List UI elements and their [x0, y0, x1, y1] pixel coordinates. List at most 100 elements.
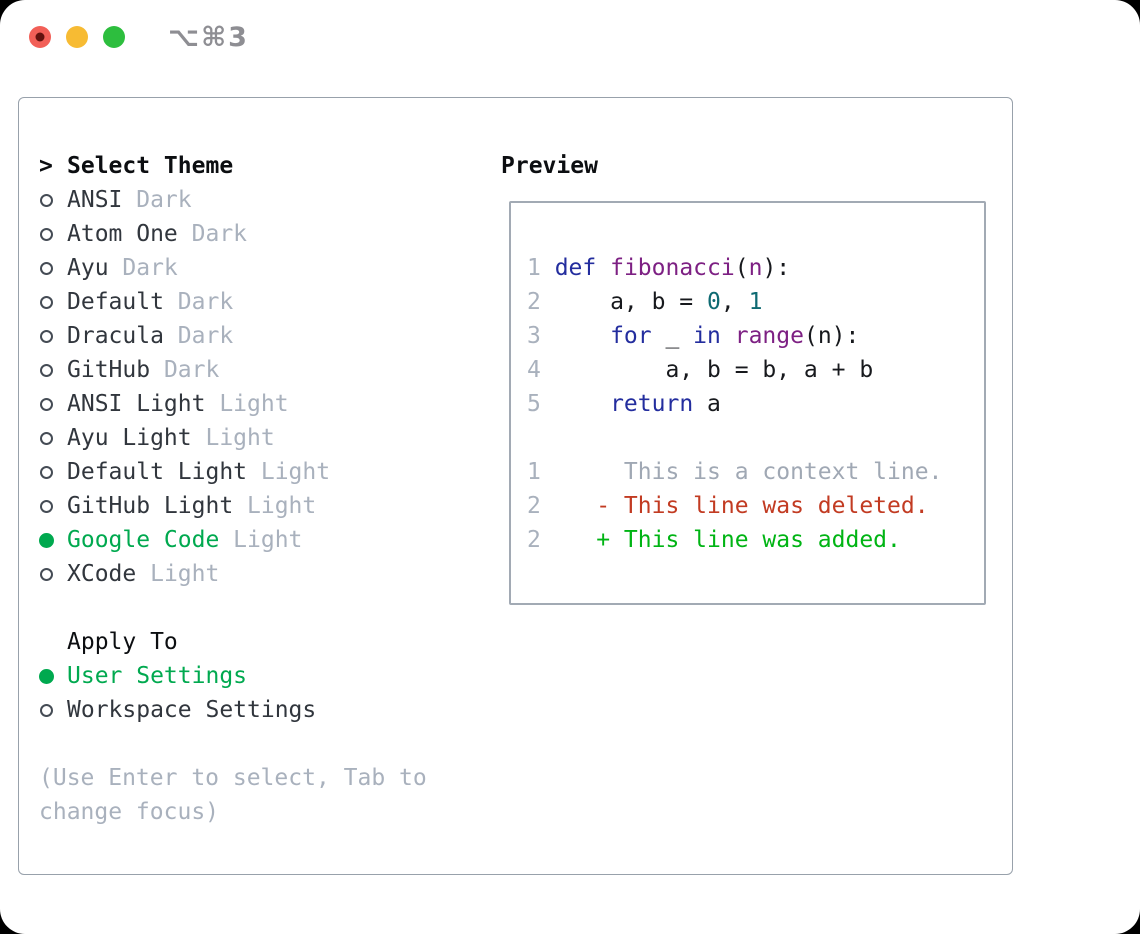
radio-selected-icon: [39, 532, 54, 548]
theme-variant-tag: Dark: [177, 289, 234, 315]
prompt-icon: >: [39, 153, 53, 179]
radio-icon: [40, 567, 53, 581]
traffic-lights: [29, 26, 125, 48]
apply-option-name: Workspace Settings: [67, 697, 317, 723]
code-line: 3 for _ in range(n):: [527, 319, 984, 353]
radio-marker: [39, 193, 67, 207]
radio-icon: [40, 227, 53, 241]
code-token-kwd: def: [554, 255, 597, 281]
radio-icon: [40, 261, 53, 275]
apply-option-user-settings[interactable]: User Settings: [39, 659, 479, 693]
minimize-window-icon[interactable]: [66, 26, 88, 48]
code-token-kwd: in: [693, 323, 721, 349]
theme-option-github[interactable]: GitHub Dark: [39, 353, 479, 387]
line-number: [527, 421, 541, 455]
apply-to-header: Apply To: [39, 625, 479, 659]
line-number: 3: [527, 323, 541, 349]
radio-marker: [39, 567, 67, 581]
code-line: 1 This is a context line.: [527, 455, 984, 489]
apply-option-workspace-settings[interactable]: Workspace Settings: [39, 693, 479, 727]
code-token-del: - This line was deleted.: [554, 493, 929, 519]
code-token-pln: [555, 319, 610, 353]
theme-variant-tag: Light: [205, 425, 275, 451]
radio-marker: [39, 532, 67, 548]
code-line: 5 return a: [527, 387, 984, 421]
code-token-pln: [721, 319, 735, 353]
code-token-lit: 0: [707, 289, 721, 315]
theme-name: GitHub: [67, 357, 151, 383]
zoom-window-icon[interactable]: [103, 26, 125, 48]
theme-option-dracula[interactable]: Dracula Dark: [39, 319, 479, 353]
line-number: 1: [527, 255, 541, 281]
radio-marker: [39, 431, 67, 445]
theme-name: XCode: [67, 561, 137, 587]
radio-icon: [40, 703, 53, 717]
radio-icon: [40, 363, 53, 377]
theme-name: Ayu: [67, 255, 109, 281]
code-token-pln: [555, 387, 610, 421]
radio-marker: [39, 465, 67, 479]
radio-icon: [40, 295, 53, 309]
radio-marker: [39, 703, 67, 717]
radio-marker: [39, 329, 67, 343]
theme-variant-tag: Dark: [163, 357, 220, 383]
code-token-add: + This line was added.: [554, 527, 901, 553]
code-token-lit: 1: [748, 289, 763, 315]
code-token-pln: a, b =: [554, 289, 708, 315]
spacer: [39, 591, 479, 625]
title-bar: ⌥⌘3: [0, 0, 1140, 76]
code-line: 2 + This line was added.: [527, 523, 984, 557]
theme-name: ANSI Light: [67, 391, 206, 417]
code-line: 2 - This line was deleted.: [527, 489, 984, 523]
code-token-pln: a, b = b, a + b: [554, 357, 874, 383]
apply-option-name: User Settings: [67, 663, 248, 689]
theme-variant-tag: Light: [247, 493, 317, 519]
close-window-icon[interactable]: [29, 26, 51, 48]
radio-marker: [39, 295, 67, 309]
radio-marker: [39, 499, 67, 513]
code-token-fn: n: [748, 255, 763, 281]
code-token-fn: fibonacci: [610, 255, 735, 281]
theme-variant-tag: Dark: [136, 187, 192, 213]
radio-icon: [40, 431, 53, 445]
radio-icon: [40, 329, 53, 343]
radio-icon: [40, 193, 53, 207]
theme-option-default[interactable]: Default Dark: [39, 285, 479, 319]
prompt-marker: >: [39, 149, 67, 183]
theme-variant-tag: Light: [260, 459, 331, 485]
code-line: 2 a, b = 0, 1: [527, 285, 984, 319]
theme-name: Default: [67, 289, 164, 315]
theme-name: Ayu Light: [67, 425, 192, 451]
help-text-line-2: change focus): [39, 799, 220, 825]
spacer: [39, 727, 479, 761]
code-token-pln: _: [651, 323, 694, 349]
code-token-ctx: This is a context line.: [554, 459, 943, 485]
line-number: 5: [527, 391, 541, 417]
record-dot-icon: [35, 32, 45, 42]
line-number: 4: [527, 357, 541, 383]
theme-variant-tag: Dark: [177, 323, 234, 349]
radio-marker: [39, 261, 67, 275]
code-token-fn: range: [734, 323, 804, 349]
theme-option-ayu-light[interactable]: Ayu Light Light: [39, 421, 479, 455]
radio-icon: [40, 499, 53, 513]
radio-icon: [40, 465, 53, 479]
radio-marker: [39, 227, 67, 241]
theme-name: Dracula: [67, 323, 164, 349]
theme-name: Google Code: [67, 527, 220, 553]
help-text-line-1: (Use Enter to select, Tab to: [39, 765, 427, 791]
